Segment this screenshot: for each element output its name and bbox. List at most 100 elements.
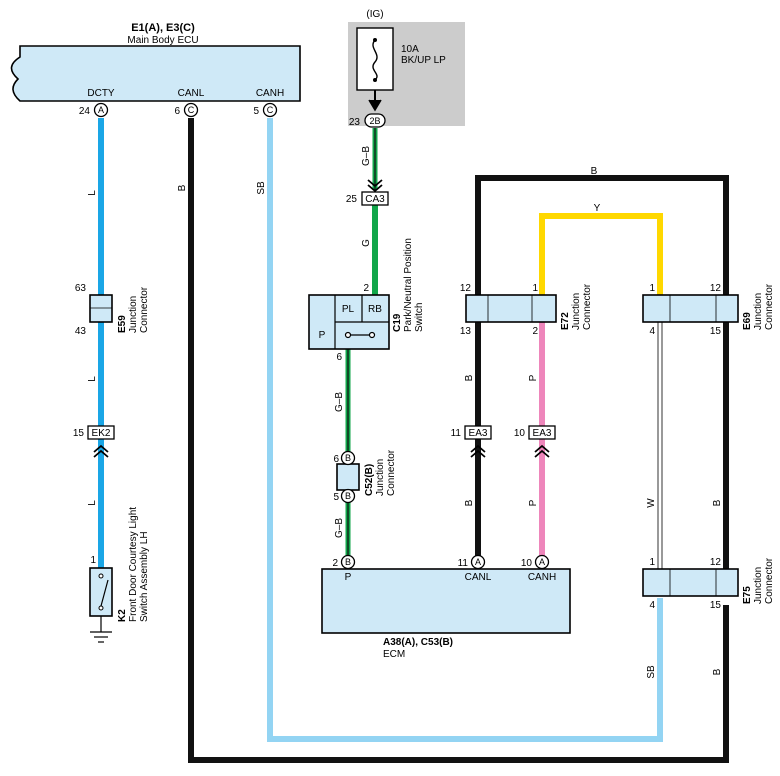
fuse-amp: 10A [401, 44, 419, 55]
pin-circle-dcty [93, 102, 109, 118]
ig-pin-num: 23 [349, 117, 361, 128]
pin-conn-canl: C [188, 105, 195, 115]
ecm-name: ECM [383, 649, 405, 660]
e75-box [642, 568, 739, 597]
main-body-ecu-box [10, 45, 301, 102]
pin-num-canh: 5 [253, 106, 259, 117]
pin-conn-canh: C [267, 105, 274, 115]
fuse-terminal-top [373, 38, 377, 42]
e75-name-2: Connector [764, 557, 775, 604]
c52-bottom-pin: 5 [333, 492, 339, 503]
fuse-icon [372, 39, 378, 81]
wire-label-c52-gb: G–B [334, 518, 345, 538]
e75-pin-bl: 4 [649, 600, 655, 611]
ecm-pin-circle-canh [534, 554, 550, 570]
c19-code: C19 [392, 313, 403, 332]
c19-bottom-pin: 6 [336, 352, 342, 363]
pin-num-canl: 6 [174, 106, 180, 117]
e75-label-group: E75 Junction Connector [737, 557, 775, 604]
ecm-pin-conn-p: B [345, 557, 351, 567]
ig-pin-oval [364, 113, 386, 128]
e69-pin-br: 15 [710, 326, 722, 337]
wire-label-e72-p2: P [528, 499, 539, 506]
e59-name-1: Junction [128, 296, 139, 333]
ea3-right-pin: 10 [514, 428, 526, 439]
wire-label-top-y: Y [594, 203, 601, 214]
ecm-pin-conn-canl: A [475, 557, 481, 567]
pin-label-dcty: DCTY [87, 88, 115, 99]
ig-pin-conn: 2B [369, 116, 380, 126]
e72-name-2: Connector [582, 283, 593, 330]
wire-canl-b [188, 118, 729, 763]
wire-label-canl-b: B [177, 184, 188, 191]
c52-box [336, 463, 360, 491]
pin-num-dcty: 24 [79, 106, 91, 117]
wire-label-dcty-1: L [87, 190, 98, 196]
c19-contact-1 [344, 331, 352, 339]
c19-p: P [319, 330, 326, 341]
e69-pin-tr: 12 [710, 283, 722, 294]
wire-canh-sb [267, 118, 663, 742]
ek2-chevron [93, 444, 109, 458]
ek2-name: EK2 [92, 428, 111, 439]
wire-label-w: W [646, 498, 657, 508]
wire-y [539, 213, 663, 295]
ecm-pin-conn-canh: A [539, 557, 545, 567]
ca3-pin: 25 [346, 194, 358, 205]
e75-code: E75 [742, 586, 753, 604]
c52-top-conn: B [345, 453, 351, 463]
pin-conn-dcty: A [98, 105, 104, 115]
e75-pin-br: 15 [710, 600, 722, 611]
c52-name-2: Connector [386, 449, 397, 496]
c52-code: C52(B) [364, 464, 375, 496]
k2-name-2: Switch Assembly LH [139, 531, 150, 622]
wire-label-ig-gb: G–B [361, 146, 372, 166]
c52-bottom-conn: B [345, 491, 351, 501]
wire-label-e72-b2: B [464, 499, 475, 506]
ea3-right-box [528, 425, 556, 440]
e72-pin-tr: 1 [532, 283, 538, 294]
e72-code: E72 [560, 312, 571, 330]
e69-pin-tl: 1 [649, 283, 655, 294]
k2-label-group: K2 Front Door Courtesy Light Switch Asse… [112, 502, 150, 622]
ca3-name: CA3 [365, 194, 385, 205]
fuse-lead-arrow [368, 99, 382, 112]
ek2-pin: 15 [73, 428, 85, 439]
ecm-pin-circle-p [340, 554, 356, 570]
ecm-pin-circle-canl [470, 554, 486, 570]
ek2-box [87, 425, 115, 440]
ecm-pin-num-canh: 10 [521, 558, 533, 569]
e59-label-group: E59 Junction Connector [112, 286, 150, 333]
wire-label-canh-sb: SB [256, 181, 267, 195]
ea3-left-name: EA3 [469, 428, 488, 439]
wire-label-top-b: B [591, 166, 598, 177]
e72-label-group: E72 Junction Connector [555, 283, 593, 330]
main-ecu-code: E1(A), E3(C) [131, 22, 195, 34]
wire-label-e72-b1: B [464, 374, 475, 381]
ea3-right-name: EA3 [533, 428, 552, 439]
e72-pin-br: 2 [532, 326, 538, 337]
ca3-box [361, 191, 389, 206]
e69-label-group: E69 Junction Connector [737, 283, 775, 330]
wire-label-e72-p1: P [528, 374, 539, 381]
wire-label-right-b2: B [712, 668, 723, 675]
c19-pl: PL [342, 304, 355, 315]
wire-label-e75-sb: SB [646, 665, 657, 679]
e72-name-1: Junction [571, 293, 582, 330]
e69-name-2: Connector [764, 283, 775, 330]
ea3-left-pin: 11 [451, 428, 462, 439]
e69-name-1: Junction [753, 293, 764, 330]
wire-label-dcty-3: L [87, 500, 98, 506]
wire-label-dcty-2: L [87, 376, 98, 382]
e69-code: E69 [742, 312, 753, 330]
wire-label-right-b1: B [712, 499, 723, 506]
ecm-pin-label-canh: CANH [528, 572, 556, 583]
e59-top-pin: 63 [75, 283, 87, 294]
k2-contact-bottom [98, 605, 104, 611]
e75-pin-tr: 12 [710, 557, 722, 568]
e59-code: E59 [117, 315, 128, 333]
pin-label-canh: CANH [256, 88, 284, 99]
e72-box [465, 294, 557, 323]
e59-box [89, 294, 113, 323]
